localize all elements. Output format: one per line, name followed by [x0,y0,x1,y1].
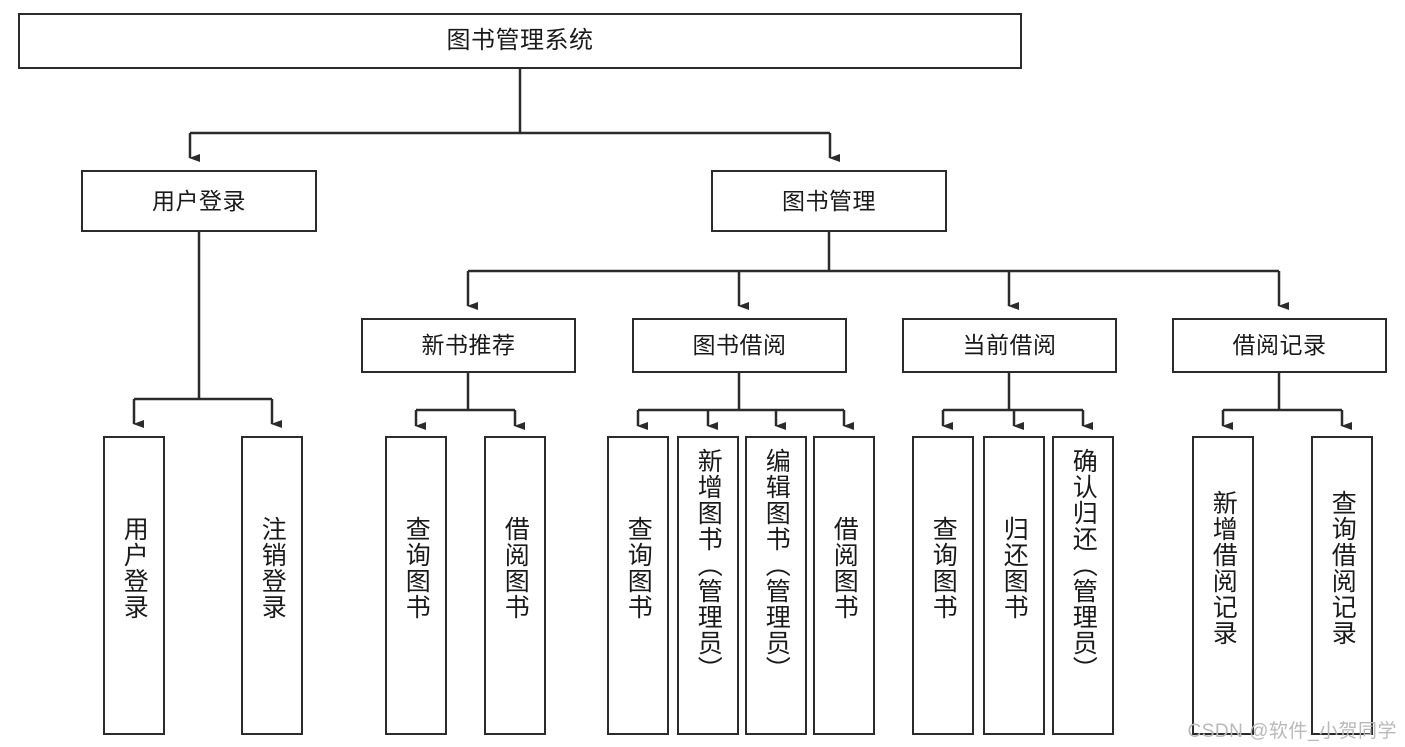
node-borrow-record[interactable]: 借阅记录 [1172,318,1387,373]
node-current-borrow[interactable]: 当前借阅 [902,318,1117,373]
node-leaf-borrow-book-2[interactable]: 借阅图书 [813,436,875,735]
node-leaf-add-borrow-record-label: 新增借阅记录 [1209,490,1238,646]
node-user-login-label: 用户登录 [152,187,246,214]
node-user-login[interactable]: 用户登录 [81,170,317,232]
node-root-label: 图书管理系统 [446,27,594,55]
node-leaf-logout-login-label: 注销登录 [258,516,287,620]
node-leaf-confirm-return-admin-label: 确认归还（管理员） [1069,448,1098,682]
node-leaf-add-borrow-record[interactable]: 新增借阅记录 [1192,436,1254,735]
node-leaf-query-book-1[interactable]: 查询图书 [385,436,447,735]
node-leaf-add-book-admin-label: 新增图书（管理员） [694,448,723,682]
node-leaf-query-borrow-record-label: 查询借阅记录 [1328,490,1357,646]
node-borrow-record-label: 借阅记录 [1232,332,1327,359]
node-leaf-query-book-3-label: 查询图书 [929,516,958,620]
node-book-borrow-label: 图书借阅 [692,332,787,359]
node-book-borrow[interactable]: 图书借阅 [632,318,847,373]
node-leaf-edit-book-admin[interactable]: 编辑图书（管理员） [745,436,807,735]
node-leaf-edit-book-admin-label: 编辑图书（管理员） [762,448,791,682]
node-leaf-query-book-2-label: 查询图书 [624,516,653,620]
node-leaf-user-login[interactable]: 用户登录 [103,436,165,735]
node-new-book-recommend-label: 新书推荐 [421,332,516,359]
node-leaf-borrow-book-2-label: 借阅图书 [830,516,859,620]
node-leaf-query-book-3[interactable]: 查询图书 [912,436,974,735]
node-leaf-confirm-return-admin[interactable]: 确认归还（管理员） [1052,436,1114,735]
node-leaf-logout-login[interactable]: 注销登录 [241,436,303,735]
csdn-watermark: CSDN @软件_小贺同学 [1187,721,1397,742]
node-leaf-return-book-label: 归还图书 [1000,516,1029,620]
node-book-manage-label: 图书管理 [782,187,876,214]
node-leaf-add-book-admin[interactable]: 新增图书（管理员） [677,436,739,735]
node-leaf-query-book-2[interactable]: 查询图书 [607,436,669,735]
node-leaf-user-login-label: 用户登录 [120,516,149,620]
node-leaf-borrow-book-1-label: 借阅图书 [501,516,530,620]
node-current-borrow-label: 当前借阅 [962,332,1057,359]
node-book-manage[interactable]: 图书管理 [711,170,947,232]
node-new-book-recommend[interactable]: 新书推荐 [361,318,576,373]
node-leaf-return-book[interactable]: 归还图书 [983,436,1045,735]
node-leaf-borrow-book-1[interactable]: 借阅图书 [484,436,546,735]
node-leaf-query-book-1-label: 查询图书 [402,516,431,620]
node-root[interactable]: 图书管理系统 [18,13,1022,69]
node-leaf-query-borrow-record[interactable]: 查询借阅记录 [1311,436,1373,735]
